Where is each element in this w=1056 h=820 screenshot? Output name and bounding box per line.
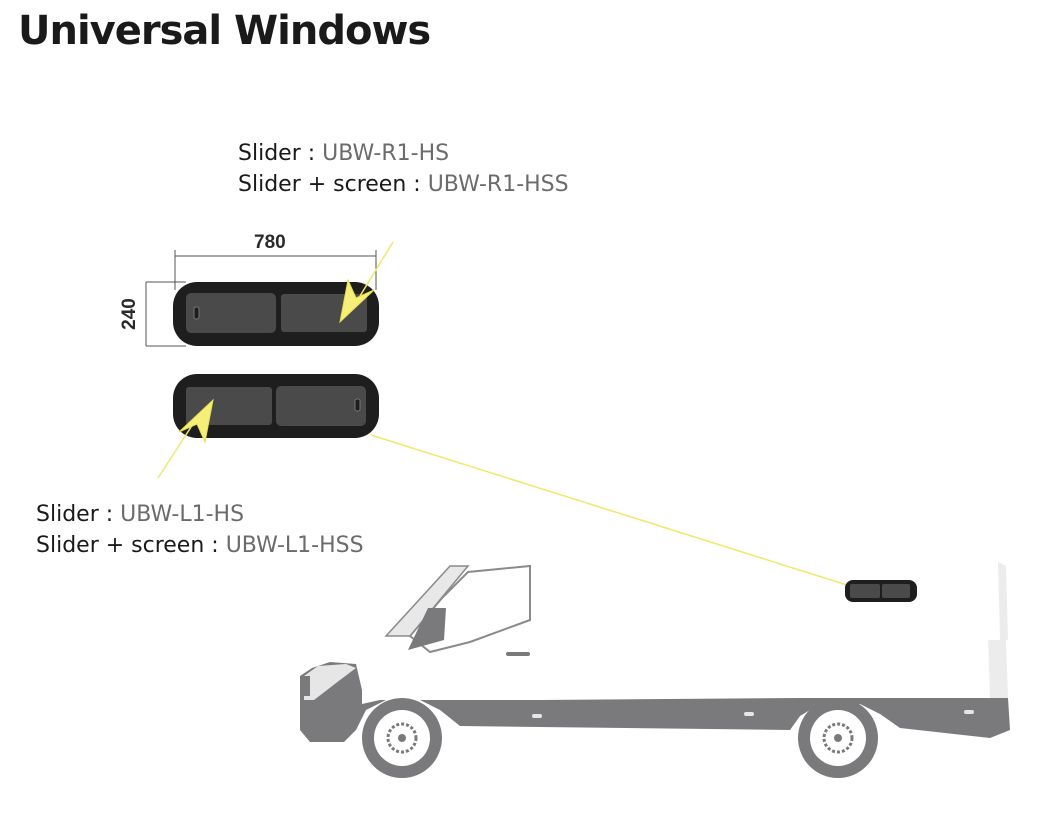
left-slider-code: UBW-L1-HS (120, 502, 245, 527)
width-dimension-label: 780 (254, 232, 286, 253)
right-window-caption: Slider : UBW-R1-HS Slider + screen : UBW… (238, 138, 569, 200)
right-screen-code: UBW-R1-HSS (427, 172, 569, 197)
left-screen-label: Slider + screen : (36, 533, 219, 558)
van-window-thumbnail (845, 580, 917, 602)
right-slider-code: UBW-R1-HS (322, 141, 450, 166)
rear-wheel (798, 698, 878, 778)
right-slider-label: Slider : (238, 141, 316, 166)
left-pointer-arrow-icon (178, 398, 214, 444)
pointer-arrows (157, 241, 851, 587)
right-slider-line: Slider : UBW-R1-HS (238, 138, 569, 169)
left-window-caption: Slider : UBW-L1-HS Slider + screen : UBW… (36, 499, 364, 561)
right-screen-label: Slider + screen : (238, 172, 421, 197)
van-illustration (300, 562, 1010, 778)
front-wheel (362, 698, 442, 778)
left-screen-line: Slider + screen : UBW-L1-HSS (36, 530, 364, 561)
left-screen-code: UBW-L1-HSS (225, 533, 364, 558)
left-slider-label: Slider : (36, 502, 114, 527)
left-window-drawing (173, 374, 379, 438)
page-title: Universal Windows (18, 8, 431, 54)
left-slider-line: Slider : UBW-L1-HS (36, 499, 364, 530)
right-pointer-arrow-icon (339, 278, 375, 324)
right-screen-line: Slider + screen : UBW-R1-HSS (238, 169, 569, 200)
dimension-lines (145, 250, 377, 347)
